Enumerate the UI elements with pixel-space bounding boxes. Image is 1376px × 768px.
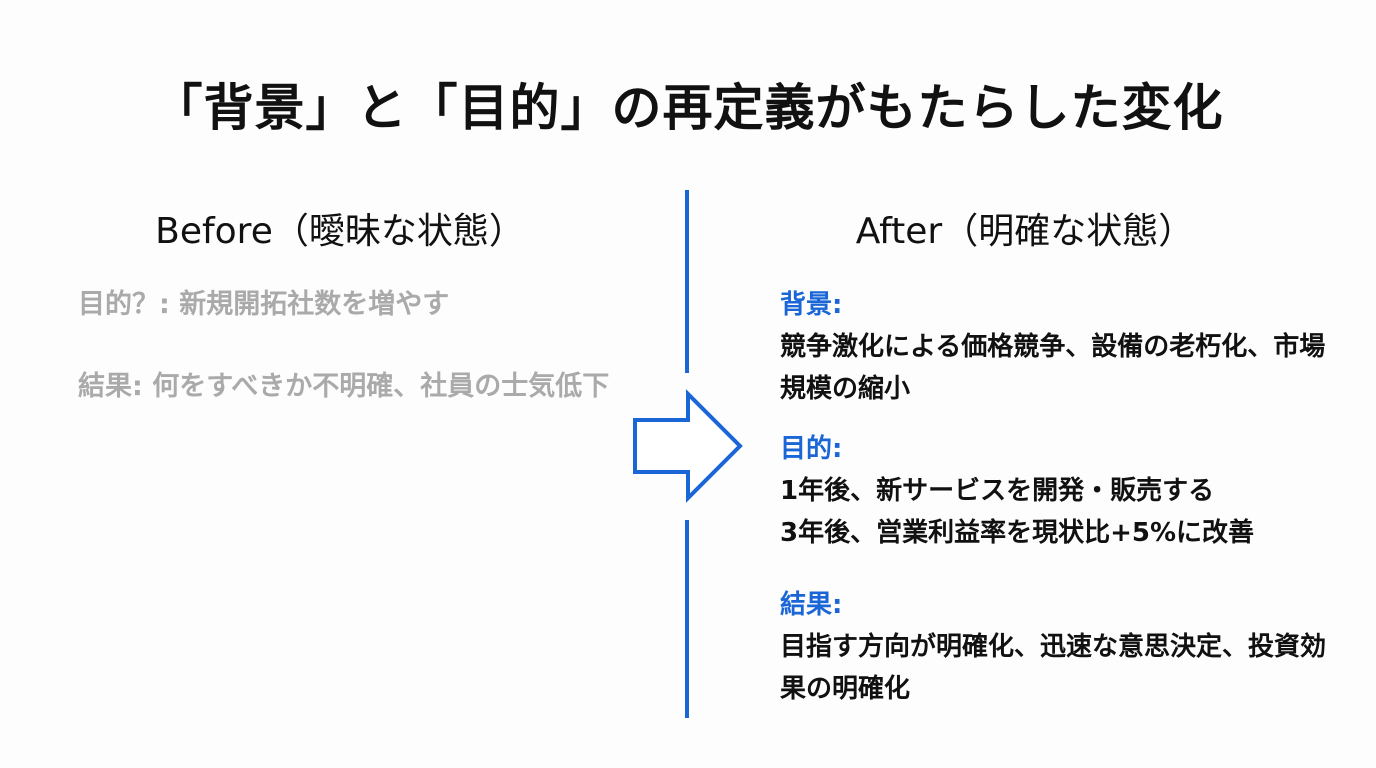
before-content: 目的？: 新規開拓社数を増やす 結果: 何をすべきか不明確、社員の士気低下 bbox=[78, 284, 618, 448]
slide-title: 「背景」と「目的」の再定義がもたらした変化 bbox=[152, 79, 1224, 137]
section-text: 競争激化による価格競争、設備の老朽化、市場規模の縮小 bbox=[780, 332, 1326, 404]
before-purpose: 目的？: 新規開拓社数を増やす bbox=[78, 289, 450, 320]
after-section-result: 結果: 目指す方向が明確化、迅速な意思決定、投資効果の明確化 bbox=[780, 584, 1350, 710]
section-label: 背景: bbox=[780, 290, 843, 320]
after-content: 背景: 競争激化による価格競争、設備の老朽化、市場規模の縮小 目的: 1年後、新… bbox=[780, 284, 1350, 728]
section-text: 1年後、新サービスを開発・販売する bbox=[780, 476, 1215, 506]
after-heading: After（明確な状態） bbox=[855, 211, 1195, 252]
section-label: 目的: bbox=[780, 434, 843, 464]
section-label: 結果: bbox=[780, 590, 843, 620]
section-text: 3年後、営業利益率を現状比+5%に改善 bbox=[780, 518, 1255, 548]
divider-top bbox=[685, 190, 689, 373]
before-heading: Before（曖昧な状態） bbox=[155, 211, 525, 252]
after-section-purpose: 目的: 1年後、新サービスを開発・販売する 3年後、営業利益率を現状比+5%に改… bbox=[780, 428, 1350, 554]
divider-bottom bbox=[685, 520, 689, 718]
before-result: 結果: 何をすべきか不明確、社員の士気低下 bbox=[78, 371, 610, 402]
after-section-background: 背景: 競争激化による価格競争、設備の老朽化、市場規模の縮小 bbox=[780, 284, 1350, 410]
section-text: 目指す方向が明確化、迅速な意思決定、投資効果の明確化 bbox=[780, 632, 1327, 704]
right-arrow-outline-icon bbox=[633, 389, 743, 503]
